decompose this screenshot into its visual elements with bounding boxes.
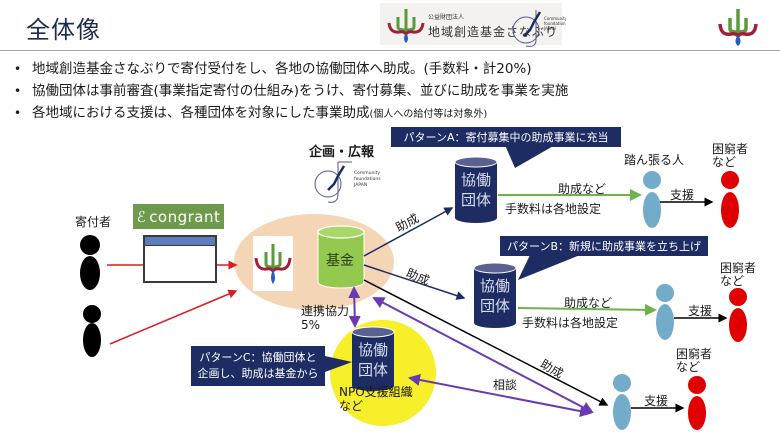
bubble-a-tail [505, 145, 555, 168]
donor-person-1 [80, 235, 100, 290]
helper-person-b [656, 284, 674, 340]
pattern-c-text: 企画し、助成は基金から [197, 367, 319, 380]
needy-text: など [712, 155, 737, 169]
bubble-b-tail [518, 255, 580, 280]
needy-person-c [688, 376, 706, 430]
bullet-text: 各地域における支援は、各種団体を対象にした事業助成 [32, 105, 370, 121]
persisting-person-label: 踏ん張る人 [624, 153, 685, 167]
npo-text: NPO支援組織 [339, 385, 413, 399]
community-foundations-japan-icon: Community foundations JAPAN [314, 161, 381, 203]
partner-org-label-b: 協働団体 [474, 276, 516, 316]
support-label-c: 支援 [644, 394, 669, 408]
bullet-note: (個人への給付等は対象外) [369, 109, 488, 120]
needy-person-b [729, 288, 747, 342]
bullet-list: •地域創造基金さなぶりで寄付受付をし、各地の協働団体へ助成。(手数料・計20%)… [14, 58, 568, 124]
form-title-bar [145, 237, 215, 246]
grant-arrow-b [363, 264, 466, 300]
fund-cylinder [317, 225, 365, 289]
npo-text: など [339, 399, 364, 413]
grant-etc-label-b: 助成など [564, 296, 613, 310]
congrant-name: congrant [149, 207, 221, 226]
partner-cylinder-b [473, 262, 517, 328]
bubble-c-tail [325, 356, 352, 372]
bullet-item: •協働団体は事前審査(事業指定寄付の仕組み)をうけ、寄付募集、並びに助成を事業を… [14, 83, 569, 99]
bullet-text: 協働団体は事前審査(事業指定寄付の仕組み)をうけ、寄付募集、並びに助成を事業を実… [32, 83, 569, 99]
pattern-c-bubble: パターンC：協働団体と 企画し、助成は基金から [191, 346, 325, 386]
needy-text: 困窮者 [676, 347, 713, 361]
cooperation-arrow [348, 286, 361, 328]
bullet-item: •各地域における支援は、各種団体を対象にした事業助成(個人への給付等は対象外) [14, 105, 488, 121]
support-label-b: 支援 [688, 304, 713, 318]
corner-logo-icon [718, 9, 758, 46]
svg-text:Community: Community [544, 16, 566, 21]
sanaburi-logo-icon [387, 9, 425, 43]
needy-label-a: 困窮者など [712, 143, 748, 169]
needy-text: など [676, 360, 701, 374]
needy-label-c: 困窮者など [676, 348, 712, 374]
partner-org-label-a: 協働団体 [455, 170, 497, 210]
bullet-item: •地域創造基金さなぶりで寄付受付をし、各地の協働団体へ助成。(手数料・計20%) [14, 61, 532, 77]
npo-label: NPO支援組織など [339, 385, 413, 413]
grant-etc-arrow-b [517, 303, 657, 316]
needy-text: 困窮者 [720, 261, 757, 275]
partner-org-text: 団体 [460, 191, 491, 209]
planning-label: 企画・広報 [309, 145, 375, 160]
cooperation-label: 連携協力 5% [301, 304, 349, 332]
donation-form-window [143, 235, 217, 283]
page-title: 全体像 [26, 16, 101, 44]
sanaburi-logo-icon [254, 244, 292, 284]
needy-label-b: 困窮者など [720, 262, 756, 288]
community-foundations-japan-icon: Community foundations JAPAN [512, 10, 566, 47]
partner-org-text: 団体 [357, 361, 388, 379]
congrant-icon: ℰ [136, 207, 147, 226]
svg-text:foundations: foundations [354, 176, 381, 182]
cooperation-rate: 5% [301, 318, 321, 332]
needy-text: 困窮者 [712, 142, 749, 156]
org-subtitle: 公益財団法人 [428, 14, 465, 21]
header-divider [0, 50, 780, 51]
svg-text:JAPAN: JAPAN [543, 26, 556, 31]
partner-org-text: 協働 [460, 171, 491, 189]
partner-org-text: 団体 [479, 297, 510, 315]
donor-arrow [109, 289, 238, 345]
needy-person-a [721, 171, 739, 228]
partner-org-label-c: 協働団体 [352, 340, 394, 380]
fee-label-b: 手数料は各地設定 [522, 316, 619, 330]
grant-etc-label-a: 助成など [558, 182, 607, 196]
needy-text: など [720, 274, 745, 288]
pattern-b-bubble: パターンB：新規に助成事業を立ち上げ [500, 236, 708, 256]
cooperation-text: 連携協力 [301, 304, 350, 318]
pattern-c-text: パターンC：協働団体と [199, 351, 317, 364]
partner-org-text: 協働 [357, 341, 388, 359]
donor-label: 寄付者 [75, 215, 112, 229]
fee-label-a: 手数料は各地設定 [505, 202, 602, 216]
bullet-text: 地域創造基金さなぶりで寄付受付をし、各地の協働団体へ助成。(手数料・計20%) [32, 61, 532, 77]
partner-cylinder-a [454, 156, 498, 223]
support-label-a: 支援 [670, 188, 695, 202]
svg-text:JAPAN: JAPAN [353, 182, 367, 188]
consult-arrow [408, 374, 592, 417]
helper-person-c [613, 374, 631, 430]
donor-person-2 [83, 305, 101, 357]
pattern-a-bubble: パターンA：寄付募集中の助成事業に充当 [391, 127, 621, 147]
fund-label: 基金 [326, 253, 354, 269]
svg-text:foundations: foundations [544, 21, 566, 26]
partner-org-text: 協働 [479, 277, 510, 295]
svg-text:Community: Community [354, 170, 380, 176]
grant-arrow-a [363, 207, 454, 257]
consult-label: 相談 [493, 378, 518, 392]
partner-cylinder-c [351, 326, 395, 391]
helper-person-a [643, 171, 661, 228]
